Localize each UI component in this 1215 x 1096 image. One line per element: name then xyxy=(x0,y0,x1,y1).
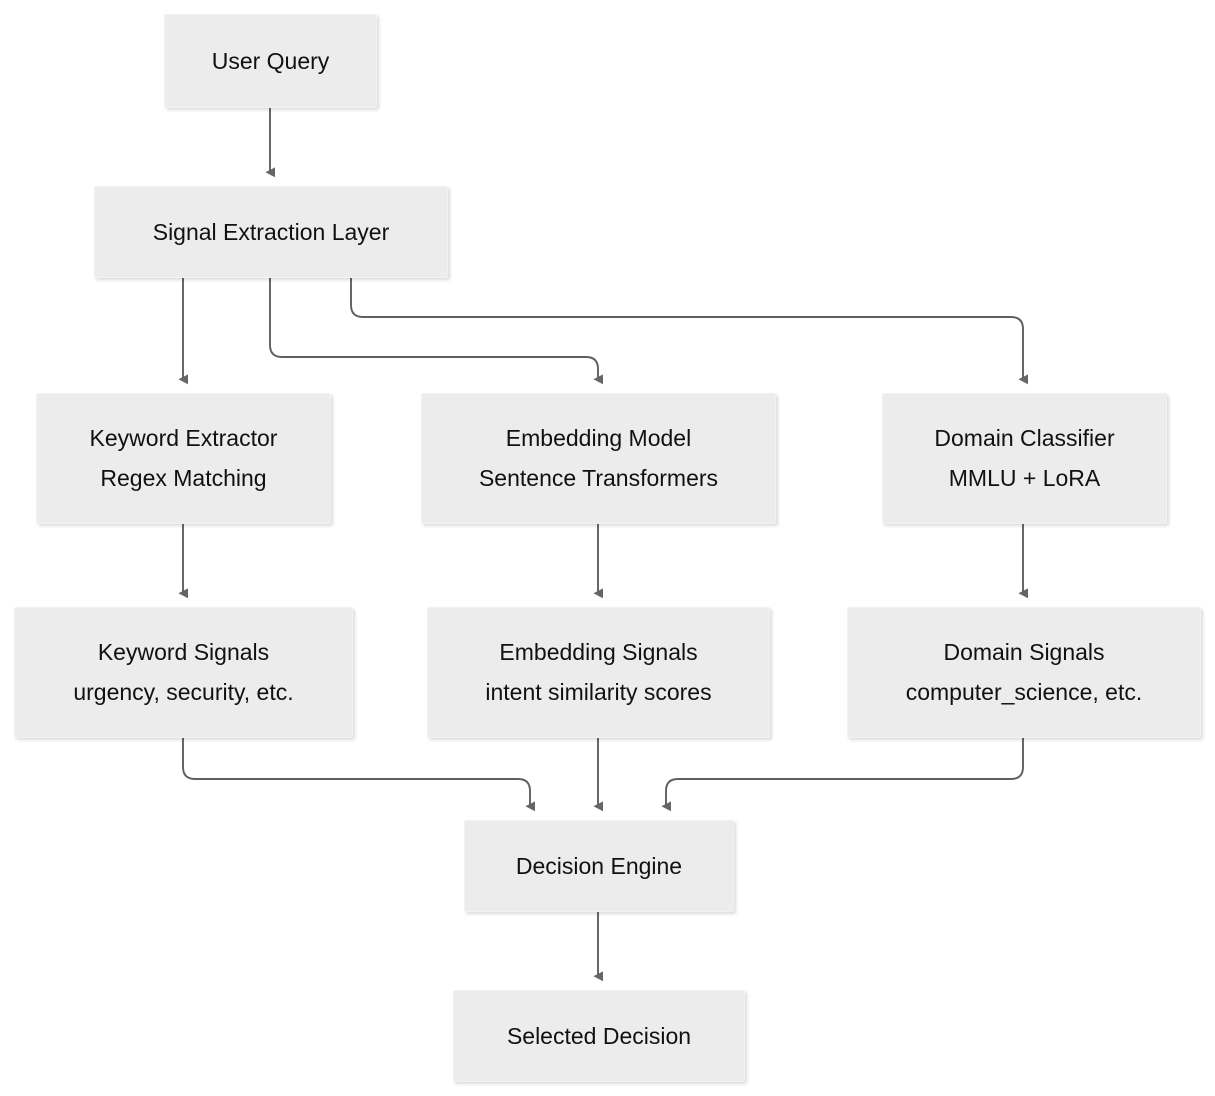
node-embedding-signals-sublabel: intent similarity scores xyxy=(485,679,712,705)
node-domain-signals-label: Domain Signals xyxy=(943,639,1105,665)
node-domain-signals-sublabel: computer_science, etc. xyxy=(905,679,1143,705)
node-user-query-label: User Query xyxy=(211,47,330,74)
node-domain-signals[interactable]: Domain Signals computer_science, etc. xyxy=(847,607,1201,738)
node-user-query[interactable]: User Query xyxy=(164,14,377,108)
edge-signal-extraction-to-embedding-model xyxy=(269,278,603,385)
edge-keyword-signals-to-decision-engine xyxy=(182,738,535,812)
node-keyword-signals[interactable]: Keyword Signals urgency, security, etc. xyxy=(14,607,353,738)
node-embedding-model-label: Embedding Model xyxy=(505,425,692,451)
node-keyword-extractor-sublabel: Regex Matching xyxy=(100,465,267,491)
node-embedding-model-sublabel: Sentence Transformers xyxy=(478,465,719,491)
edge-domain-signals-to-decision-engine xyxy=(661,738,1024,812)
node-keyword-extractor[interactable]: Keyword Extractor Regex Matching xyxy=(36,393,331,524)
node-signal-extraction-layer-label: Signal Extraction Layer xyxy=(152,218,390,245)
node-selected-decision-label: Selected Decision xyxy=(506,1022,692,1049)
node-decision-engine[interactable]: Decision Engine xyxy=(464,820,734,912)
node-keyword-signals-sublabel: urgency, security, etc. xyxy=(73,679,294,705)
edge-signal-extraction-to-domain-classifier xyxy=(350,278,1028,385)
node-selected-decision[interactable]: Selected Decision xyxy=(453,990,745,1082)
node-embedding-signals[interactable]: Embedding Signals intent similarity scor… xyxy=(427,607,770,738)
node-decision-engine-label: Decision Engine xyxy=(515,852,683,879)
node-keyword-signals-label: Keyword Signals xyxy=(97,639,270,665)
node-domain-classifier-label: Domain Classifier xyxy=(934,425,1115,451)
node-embedding-signals-label: Embedding Signals xyxy=(499,639,698,665)
node-embedding-model[interactable]: Embedding Model Sentence Transformers xyxy=(421,393,776,524)
node-domain-classifier-sublabel: MMLU + LoRA xyxy=(948,465,1101,491)
node-domain-classifier[interactable]: Domain Classifier MMLU + LoRA xyxy=(882,393,1167,524)
node-keyword-extractor-label: Keyword Extractor xyxy=(89,425,278,451)
node-signal-extraction-layer[interactable]: Signal Extraction Layer xyxy=(94,186,448,278)
